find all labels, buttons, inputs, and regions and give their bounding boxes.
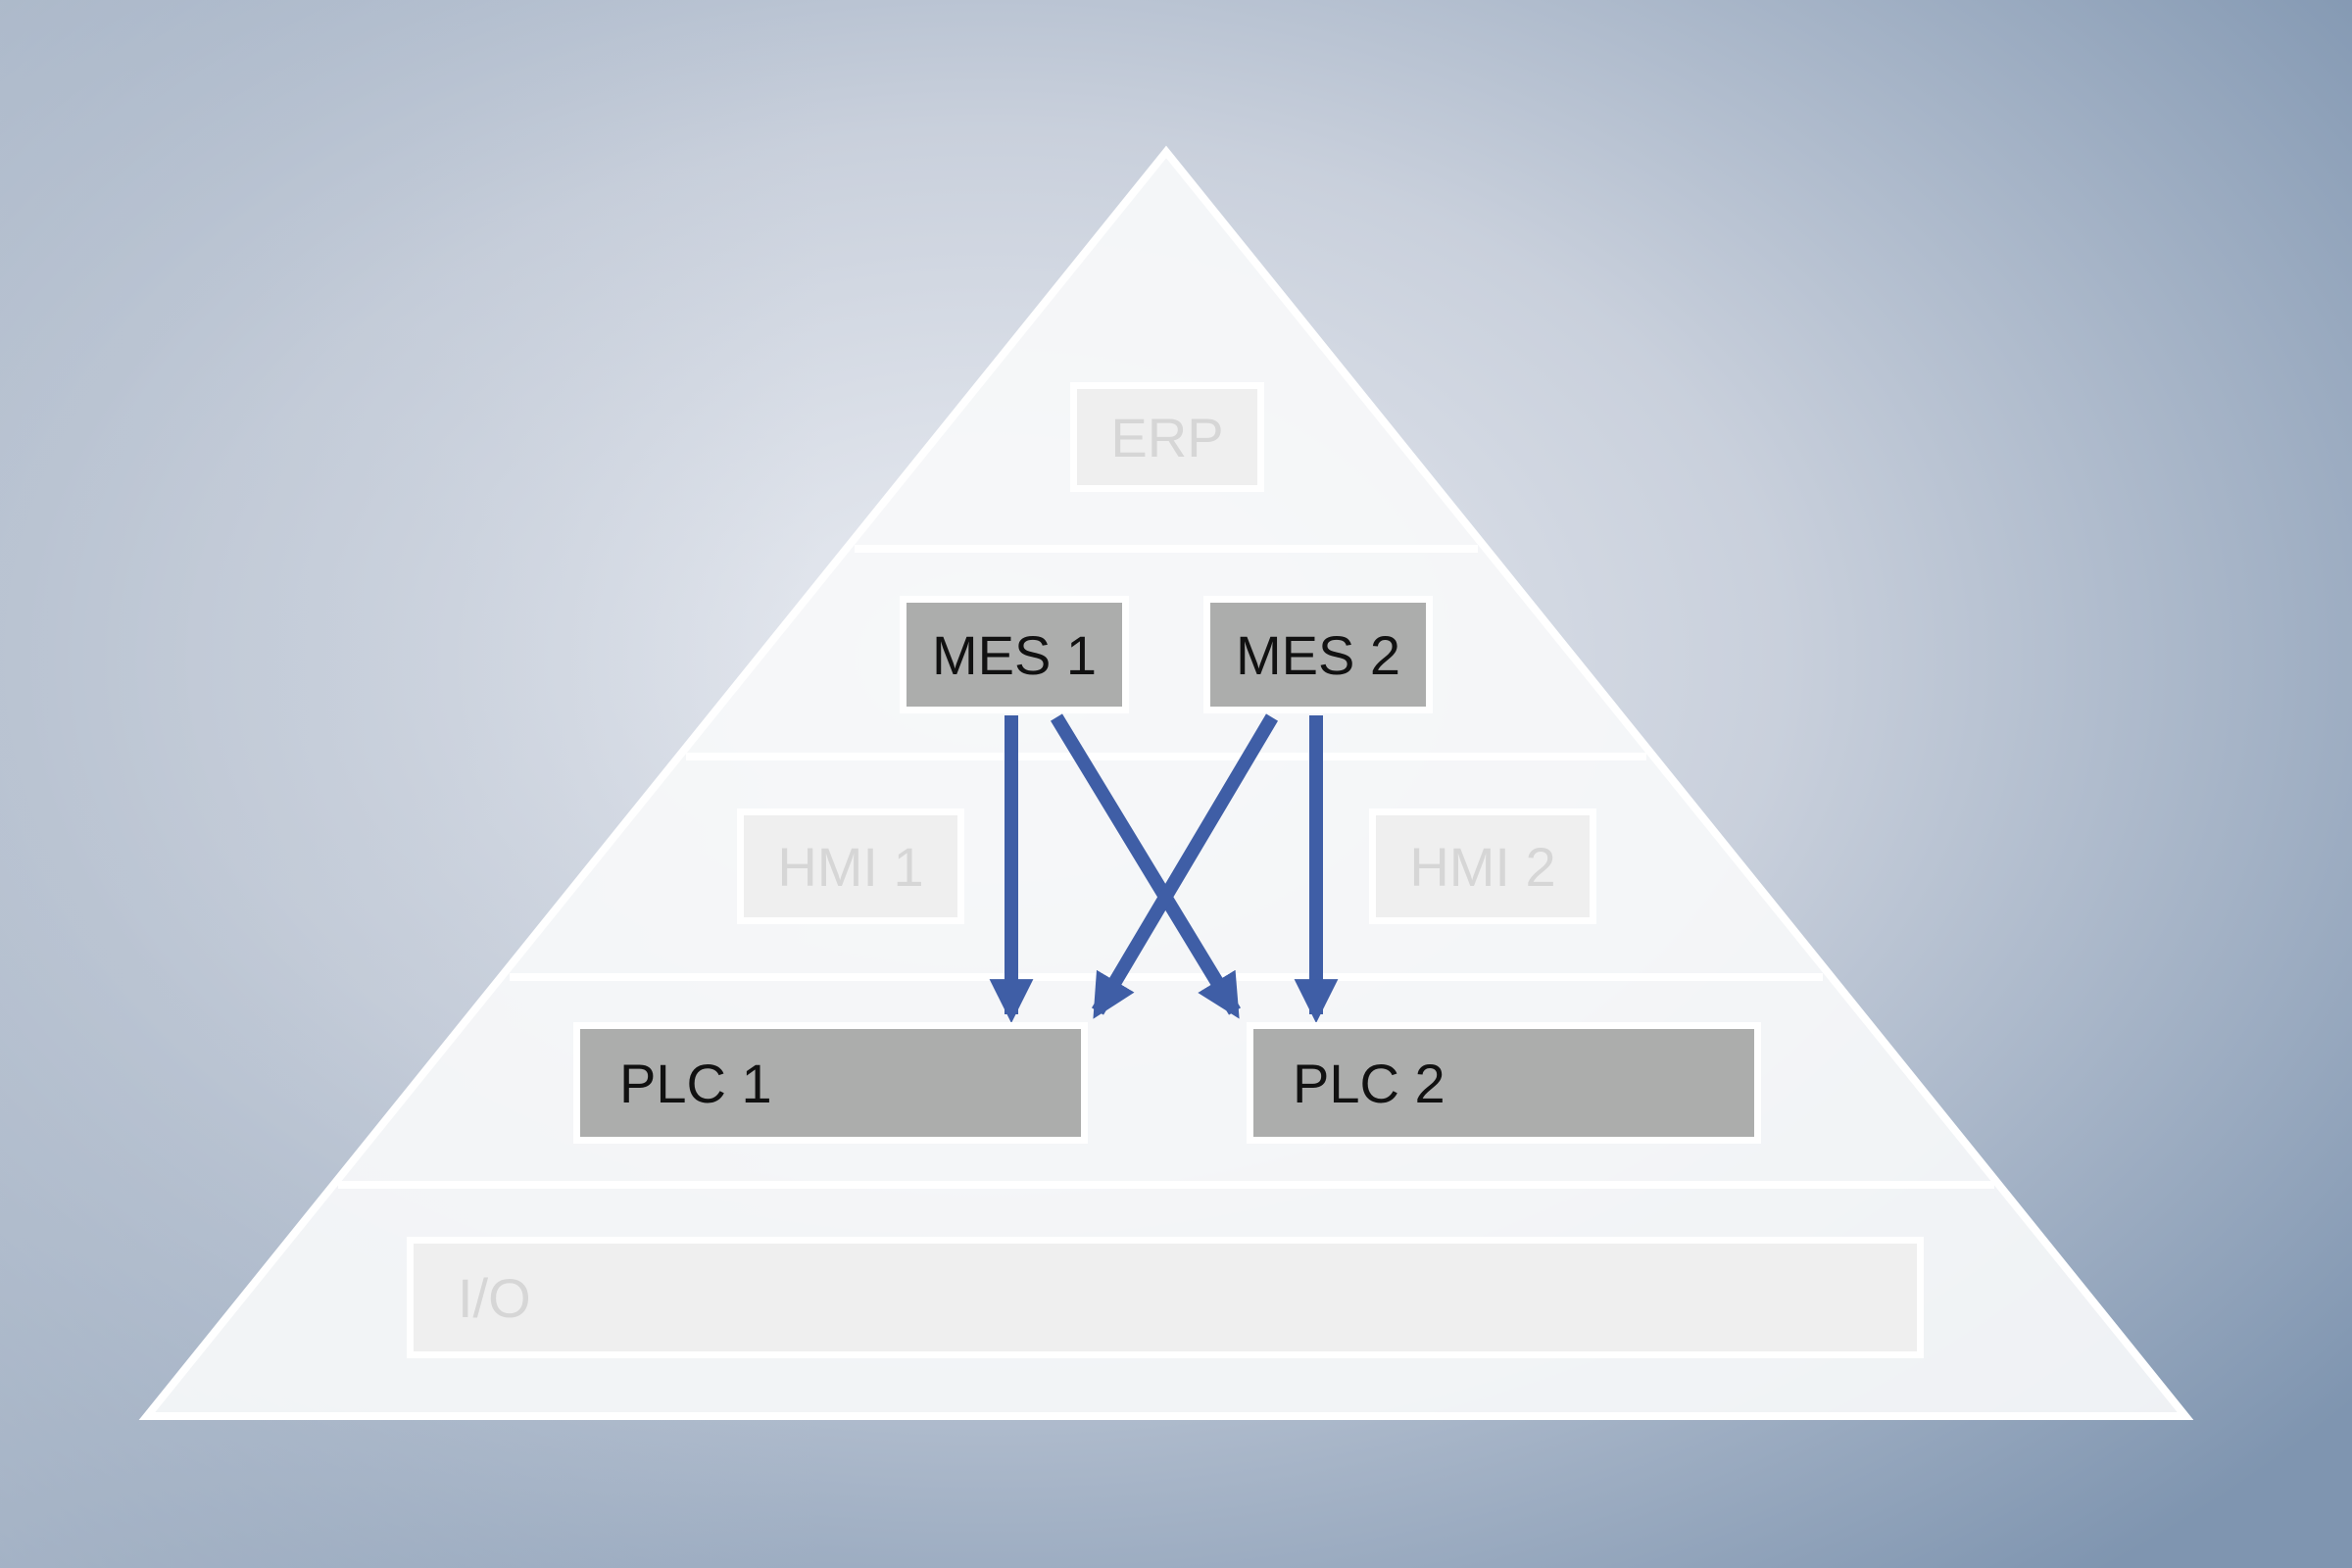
mes2-box: MES 2 <box>1203 596 1433 713</box>
erp-box: ERP <box>1070 382 1264 492</box>
arrows <box>989 713 1339 1023</box>
hmi1-box: HMI 1 <box>737 808 964 924</box>
pyramid-band-lines <box>338 545 1994 1189</box>
hmi2-label: HMI 2 <box>1409 835 1556 898</box>
arrow-mes2-to-plc1 <box>1091 713 1279 1019</box>
mes2-label: MES 2 <box>1235 623 1401 686</box>
arrow-mes1-to-plc2 <box>1051 713 1241 1019</box>
io-box: I/O <box>407 1237 1924 1358</box>
plc2-label: PLC 2 <box>1293 1052 1446 1114</box>
hmi1-label: HMI 1 <box>777 835 924 898</box>
mes1-label: MES 1 <box>931 623 1098 686</box>
pyramid-outline <box>138 145 2194 1420</box>
plc1-label: PLC 1 <box>619 1052 772 1114</box>
mes1-box: MES 1 <box>900 596 1129 713</box>
plc1-box: PLC 1 <box>573 1022 1088 1144</box>
io-label: I/O <box>458 1266 531 1329</box>
erp-label: ERP <box>1110 406 1224 468</box>
hmi2-box: HMI 2 <box>1369 808 1596 924</box>
plc2-box: PLC 2 <box>1247 1022 1761 1144</box>
